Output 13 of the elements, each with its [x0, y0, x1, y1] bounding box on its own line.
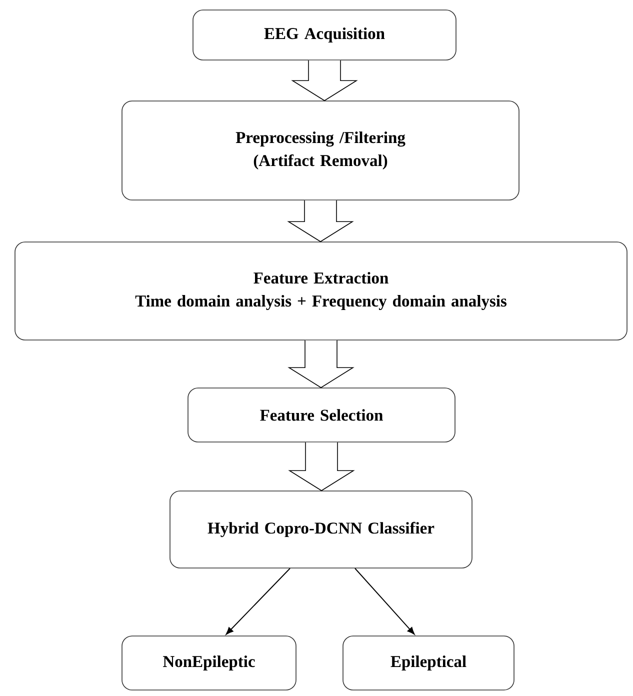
arrow	[354, 568, 415, 635]
process-box: Hybrid Copro-DCNN Classifier	[170, 490, 472, 568]
block-arrow	[287, 200, 354, 242]
process-box: NonEpileptic	[122, 636, 296, 690]
process-box: EEG Acquisition	[192, 10, 456, 60]
process-box: Feature Extraction Time domain analysis + Frequency domain analysis	[14, 242, 628, 340]
process-box: Epileptical	[342, 636, 514, 690]
block-arrow	[288, 340, 354, 388]
block-arrow	[288, 442, 355, 492]
block-arrow	[291, 60, 358, 102]
process-box: Feature Selection	[188, 388, 456, 442]
process-box: Preprocessing /Filtering (Artifact Removal)	[122, 100, 520, 200]
arrow	[226, 568, 290, 635]
